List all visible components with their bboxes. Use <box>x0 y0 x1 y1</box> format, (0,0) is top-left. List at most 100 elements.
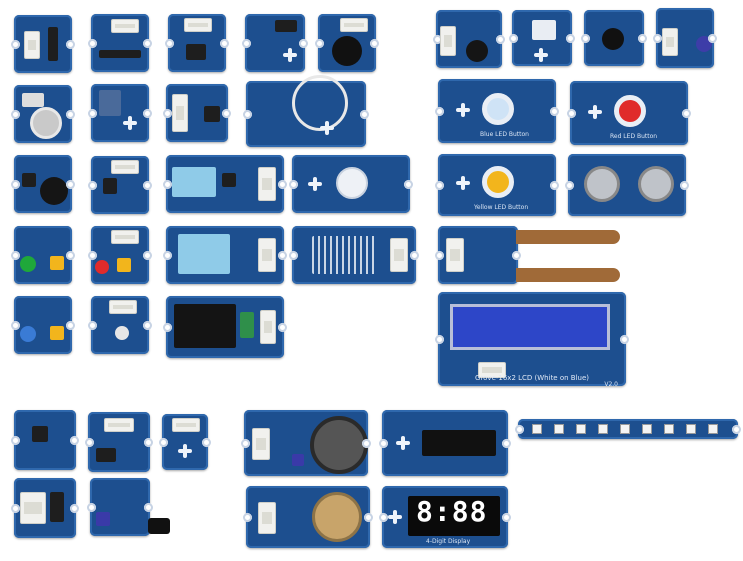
grove-module-moisture <box>435 226 521 284</box>
ultrasonic-transducer-left <box>584 166 620 202</box>
ic-chip <box>222 173 236 187</box>
sensor-grid <box>178 234 230 274</box>
rgb-led <box>576 424 586 434</box>
grove-module-yellow-led-button: Yellow LED Button <box>435 154 559 216</box>
grove-leaf-icon <box>456 103 470 117</box>
grove-leaf-icon <box>178 444 192 458</box>
led-blue <box>20 326 36 342</box>
trimmer <box>117 258 131 272</box>
grove-module-thumb-joystick <box>243 75 369 147</box>
led-red <box>95 260 109 274</box>
flame-sensor-head <box>148 518 170 534</box>
battery-holder <box>312 492 362 542</box>
ic-chip <box>99 90 121 116</box>
ic-chip <box>96 448 116 462</box>
speaker-cone <box>310 416 368 474</box>
ic-chip <box>32 426 48 442</box>
grove-connector <box>20 492 46 524</box>
grove-leaf-icon <box>308 177 322 191</box>
sensor-block <box>172 167 216 197</box>
grove-connector <box>258 167 276 201</box>
grove-module-flame <box>87 478 153 536</box>
grove-module-line-finder <box>242 14 308 72</box>
rgb-led <box>620 424 630 434</box>
grove-connector <box>390 238 408 272</box>
water-traces <box>312 236 376 274</box>
rgb-led <box>532 424 542 434</box>
rgb-led <box>554 424 564 434</box>
led-bar-graph <box>422 430 496 456</box>
grove-connector <box>258 502 276 534</box>
grove-module-chip <box>88 156 152 214</box>
grove-connector <box>258 238 276 272</box>
grove-connector <box>104 418 134 432</box>
grove-module-lcd: Grove-16x2 LCD (White on Blue) V2.0 <box>435 292 629 388</box>
seven-segment-block <box>408 496 500 536</box>
ic-chip <box>48 27 58 61</box>
grove-module-potentiometer <box>11 85 75 143</box>
grove-module-ic <box>165 14 229 72</box>
grove-leaf-icon <box>283 48 297 62</box>
grove-module-rgb-led-strip <box>515 419 741 439</box>
grove-module-red-led-button: Red LED Button <box>567 81 691 145</box>
grove-leaf-icon <box>388 510 402 524</box>
grove-connector <box>111 19 139 33</box>
grove-connector <box>478 362 506 378</box>
grove-connector <box>340 18 368 32</box>
pir-lens <box>336 167 368 199</box>
grove-module-ir <box>581 10 647 66</box>
module-label: Yellow LED Button <box>474 204 529 211</box>
grove-module-sound <box>433 10 505 68</box>
grove-module-switch <box>88 14 152 72</box>
ic-chip <box>50 492 64 522</box>
ic-chip <box>186 44 206 60</box>
grove-module-pir-motion <box>289 155 413 213</box>
touch-pad <box>532 20 556 40</box>
grove-leaf-icon <box>396 436 410 450</box>
led-green <box>20 256 36 272</box>
led-button-blue <box>482 93 514 125</box>
grove-module-rtc <box>243 486 373 548</box>
rotary-knob <box>30 107 62 139</box>
grove-connector <box>252 428 270 460</box>
ic-chip <box>22 93 44 107</box>
rgb-led <box>642 424 652 434</box>
grove-module-green-led <box>11 226 75 284</box>
grove-leaf-icon <box>123 116 137 130</box>
grove-module-connector-board <box>11 15 75 73</box>
grove-module-4-digit-display: 8:88 4-Digit Display <box>379 486 511 548</box>
rgb-led <box>598 424 608 434</box>
grove-connector <box>111 230 139 244</box>
grove-connector <box>184 18 212 32</box>
grove-module-led-bar <box>379 410 511 476</box>
grove-connector <box>111 160 139 174</box>
grove-module-tilt <box>11 410 79 470</box>
buzzer <box>332 36 362 66</box>
grove-connector <box>109 300 137 314</box>
lcd-screen <box>450 304 610 350</box>
ic-chip <box>103 178 117 194</box>
grove-connector <box>446 238 464 272</box>
moisture-probe-bottom <box>516 268 620 282</box>
moisture-probe-top <box>516 230 620 244</box>
lcd-version: V2.0 <box>604 381 618 388</box>
led-button-red <box>614 95 646 127</box>
grove-module-buzzer <box>315 14 379 72</box>
lcd-caption: Grove-16x2 LCD (White on Blue) <box>474 374 590 382</box>
ic-chip <box>275 20 297 32</box>
grove-connector <box>260 310 276 344</box>
grove-module-temp-humidity <box>163 155 287 213</box>
grove-module-red-led <box>88 226 152 284</box>
rgb-led <box>686 424 696 434</box>
grove-module-touch <box>509 10 575 66</box>
trimmer <box>96 512 110 526</box>
microphone <box>466 40 488 62</box>
display-label: 4-Digit Display <box>426 538 471 545</box>
grove-leaf-icon <box>588 105 602 119</box>
microphone <box>40 177 68 205</box>
grove-module-round <box>159 414 211 470</box>
segment-digits: 8:88 <box>416 495 488 528</box>
grove-connector <box>172 418 200 432</box>
grove-leaf-icon <box>320 121 334 135</box>
grove-module-slide-switch <box>88 84 152 142</box>
